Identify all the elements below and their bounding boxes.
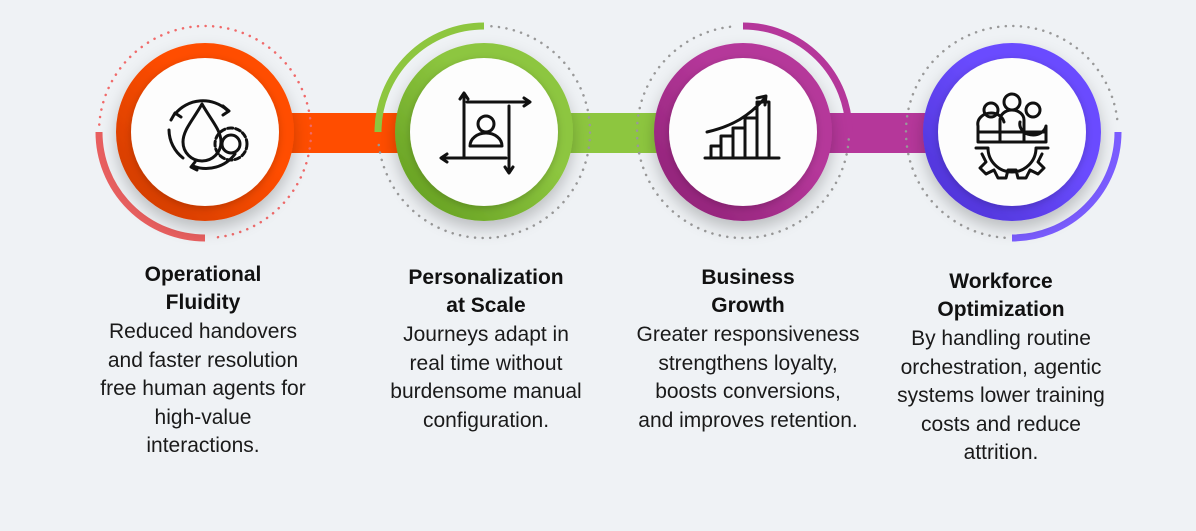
step-2-node	[374, 22, 592, 240]
dotted-ring	[98, 24, 313, 239]
step-4-node	[904, 24, 1122, 242]
accent-arc	[1011, 131, 1122, 242]
step-3-node	[635, 22, 853, 240]
team-gear-icon	[974, 92, 1050, 180]
step-description: Journeys adapt in real time without burd…	[390, 323, 582, 432]
dotted-ring	[377, 25, 592, 240]
water-drop-gear-cycle-icon	[167, 99, 249, 172]
accent-arc	[742, 22, 853, 133]
icon-disc	[131, 58, 279, 206]
growth-chart-icon	[703, 94, 781, 160]
accent-arc	[374, 22, 485, 133]
dotted-ring	[635, 25, 850, 240]
accent-arc	[95, 131, 206, 242]
user-frame-arrows-icon	[439, 91, 532, 175]
step-description: Greater responsiveness strengthens loyal…	[636, 323, 860, 432]
dotted-ring	[904, 24, 1119, 239]
step-description: Reduced handovers and faster resolution …	[100, 320, 306, 457]
step-description: By handling routine orchestration, agent…	[897, 327, 1105, 464]
step-1-node	[95, 24, 313, 242]
icon-disc	[669, 58, 817, 206]
